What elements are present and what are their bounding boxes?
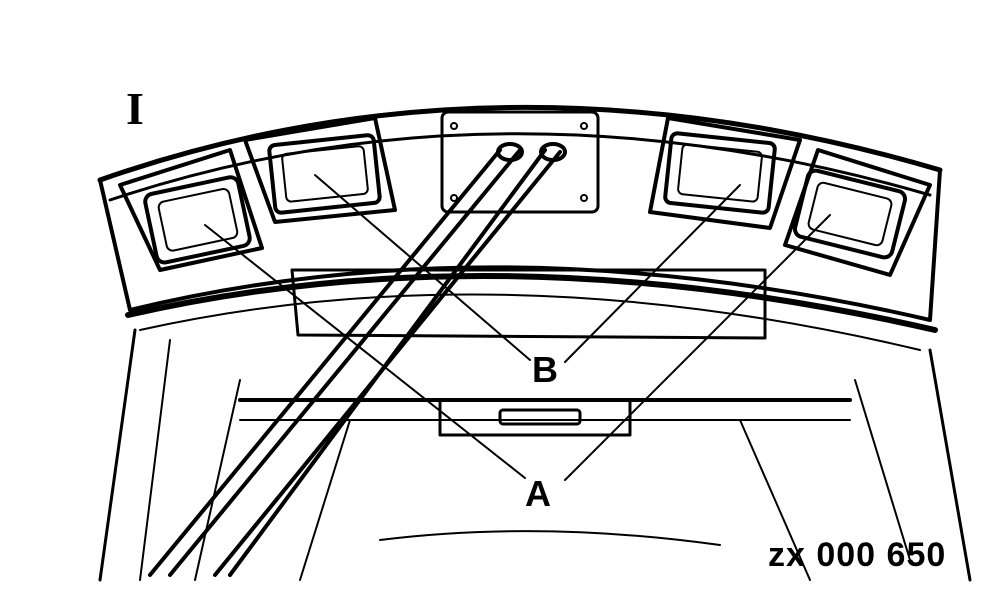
visor-box: [290, 268, 767, 340]
leader-lines: [204, 174, 831, 481]
figure-id: zx 000 650: [768, 536, 947, 574]
callout-a: A: [525, 473, 551, 514]
dome-light-housing: [438, 398, 632, 437]
console-body: [98, 168, 942, 322]
left-pillar: [98, 328, 137, 582]
console-lower-rim: [125, 272, 938, 333]
dome-light-lens: [498, 408, 582, 426]
roof-arc-outer: [97, 104, 943, 183]
right-pillar: [928, 348, 972, 582]
lamp-a-left: [118, 148, 264, 272]
roof-arc-inner: [108, 132, 932, 202]
lamp-a-right: [783, 148, 932, 277]
callout-b: B: [532, 349, 558, 390]
grab-rods: [148, 142, 567, 577]
lamp-b-right: [648, 116, 802, 230]
lamp-b-left: [243, 116, 397, 224]
center-plate: [440, 110, 600, 214]
panel-label: I: [126, 83, 144, 134]
